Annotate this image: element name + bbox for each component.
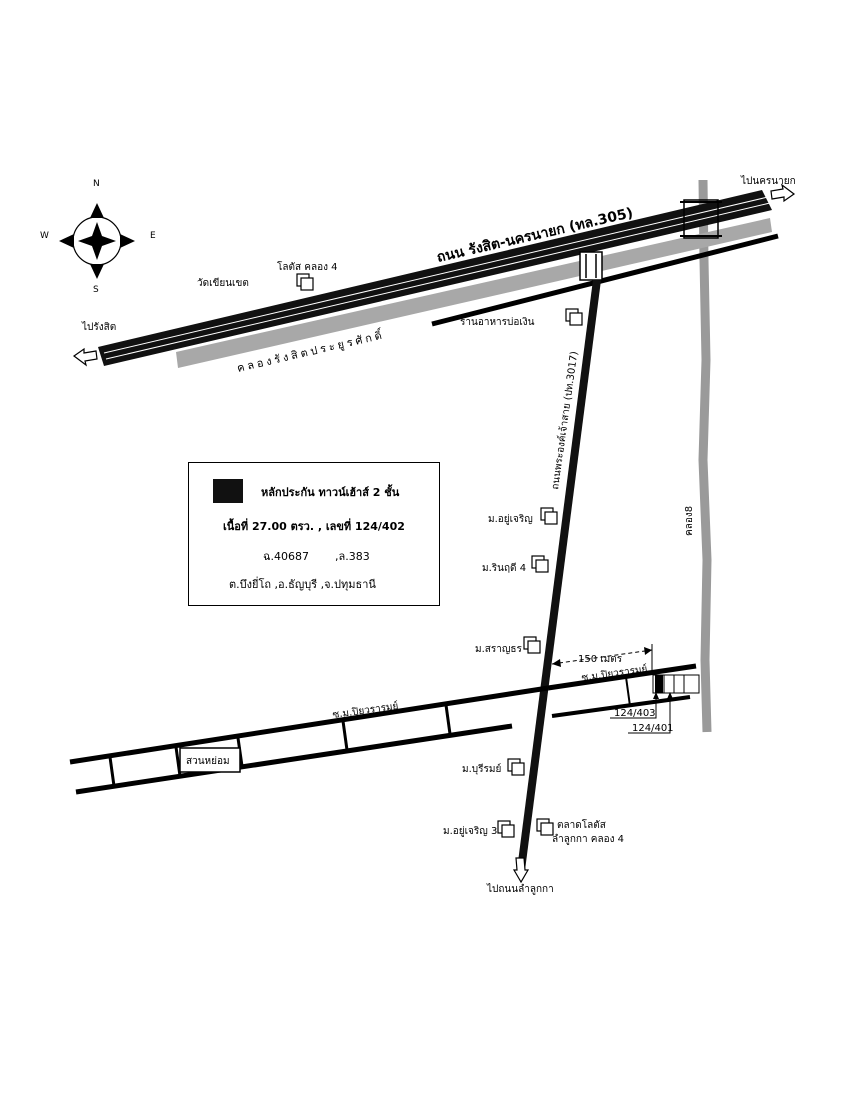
park-box xyxy=(179,747,241,773)
plot-124-401: 124/401 xyxy=(632,723,674,734)
restaurant-label: ร้านอาหารบ่อเงิน xyxy=(460,316,535,328)
compass-s: S xyxy=(93,285,99,295)
landmark-restaurant-icon xyxy=(565,308,583,326)
park-label: สวนหย่อม xyxy=(186,756,230,767)
plot-124-403: 124/403 xyxy=(614,708,656,719)
distance-indicator: 150 เมตร xyxy=(551,644,653,674)
distance-label: 150 เมตร xyxy=(578,654,623,665)
compass-icon: N S E W xyxy=(40,179,156,295)
compass-n: N xyxy=(93,179,100,189)
info-area: เนื้อที่ 27.00 ตรว. , เลขที่ 124/402 xyxy=(223,520,405,533)
landmark-lotus-market-icon xyxy=(536,818,554,836)
landmark-rinrudee-icon xyxy=(531,555,549,573)
lotus-klong4-label: โลตัส คลอง 4 xyxy=(277,260,338,273)
info-deed: ฉ.40687 xyxy=(263,550,309,563)
yucharoen-label: ม.อยู่เจริญ xyxy=(488,514,533,525)
side-canal-label: คลอง8 xyxy=(684,506,695,536)
to-lamlukka-label: ไปถนนลำลูกกา xyxy=(486,883,554,895)
soi-right-label: ซ.ม.ปิยวรารมย์ xyxy=(581,663,648,684)
info-location: ต.บึงยี่โถ ,อ.ธัญบุรี ,จ.ปทุมธานี xyxy=(229,578,376,591)
yucharoen3-label: ม.อยู่เจริญ 3 xyxy=(443,826,497,837)
landmark-yucharoen-icon xyxy=(540,507,558,525)
side-road xyxy=(517,279,601,871)
wat-label: วัดเขียนเขต xyxy=(197,277,249,289)
compass-w: W xyxy=(40,231,49,241)
arrow-down-icon xyxy=(512,857,530,884)
frontage-road xyxy=(431,233,779,327)
landmark-lotus-icon xyxy=(296,273,314,291)
compass-e: E xyxy=(150,231,156,241)
collateral-info-box: หลักประกัน ทาวน์เฮ้าส์ 2 ชั้น เนื้อที่ 2… xyxy=(188,462,440,606)
saranthorn-label: ม.สราญธร xyxy=(475,644,522,655)
collateral-plot xyxy=(652,674,700,694)
collateral-legend-swatch xyxy=(213,479,243,503)
lotus-market-label-1: ตลาดโลตัส xyxy=(557,818,606,831)
landmark-burirom-icon xyxy=(507,758,525,776)
landmark-yucharoen3-icon xyxy=(497,820,515,838)
burirom-label: ม.บุรีรมย์ xyxy=(462,763,501,775)
info-title: หลักประกัน ทาวน์เฮ้าส์ 2 ชั้น xyxy=(261,486,400,499)
bridge-icon xyxy=(579,199,722,281)
collateral-marker xyxy=(655,675,663,693)
side-canal xyxy=(698,179,712,733)
landmark-saranthorn-icon xyxy=(523,636,541,654)
rinrudee-label: ม.รินฤดี 4 xyxy=(482,562,526,574)
main-highway xyxy=(98,190,772,366)
lotus-market-label-2: ลำลูกกา คลอง 4 xyxy=(552,834,624,845)
soi-road-right xyxy=(547,663,697,718)
main-canal xyxy=(176,218,772,368)
soi-road-left xyxy=(69,685,549,795)
to-rangsit-label: ไปรังสิต xyxy=(81,321,116,333)
plot-pointers: 124/403 124/401 xyxy=(610,692,674,734)
to-nakhon-nayok-label: ไปนครนายก xyxy=(740,175,796,187)
arrow-left-icon xyxy=(72,347,98,367)
arrow-right-icon xyxy=(770,183,796,203)
info-land-no: ,ล.383 xyxy=(335,550,370,563)
